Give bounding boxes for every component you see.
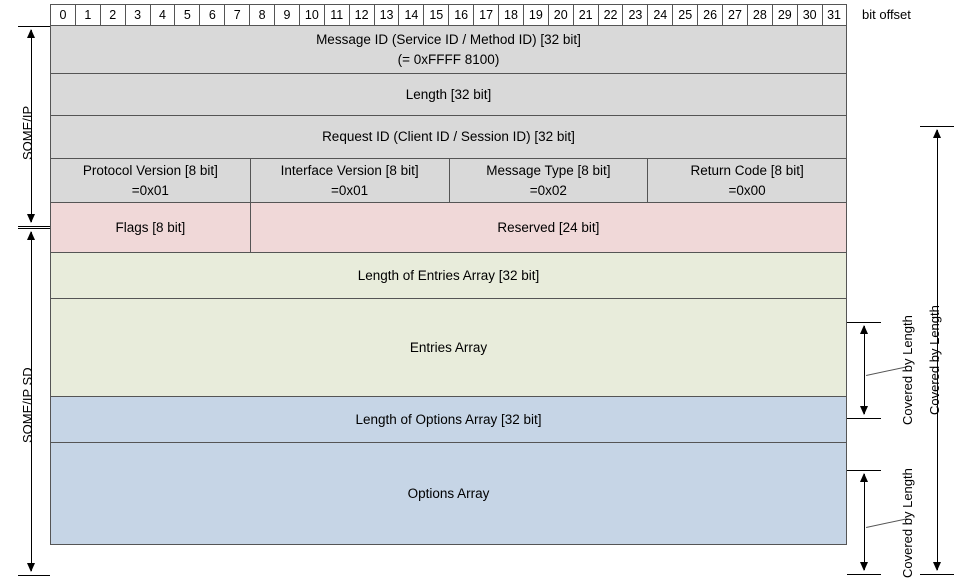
bit-column-25: 25 <box>672 4 698 26</box>
reserved-line1: Reserved [24 bit] <box>497 219 600 235</box>
bit-column-16: 16 <box>448 4 474 26</box>
message-type-line1: Message Type [8 bit] <box>486 162 611 178</box>
bit-column-5: 5 <box>174 4 200 26</box>
bit-column-20: 20 <box>547 4 573 26</box>
field-return-code: Return Code [8 bit] =0x00 <box>647 159 846 202</box>
packet-row-flags-reserved: Flags [8 bit] Reserved [24 bit] <box>51 202 846 252</box>
packet-row-version-type-return: Protocol Version [8 bit] =0x01 Interface… <box>51 158 846 202</box>
someip-bracket-tick-bottom <box>18 226 50 227</box>
covered-by-length-total-label: Covered by Length <box>927 305 942 415</box>
bit-column-15: 15 <box>423 4 449 26</box>
message-id-line2: (= 0xFFFF 8100) <box>397 51 500 67</box>
covered-by-length-options-tick-bottom <box>847 574 881 575</box>
covered-by-length-entries-label: Covered by Length <box>900 315 915 425</box>
message-id-line1: Message ID (Service ID / Method ID) [32 … <box>316 31 581 47</box>
options-array-line1: Options Array <box>407 485 490 501</box>
covered-by-length-total-tick-bottom <box>920 574 954 575</box>
bit-column-10: 10 <box>298 4 324 26</box>
bit-column-12: 12 <box>348 4 374 26</box>
covered-by-length-options-tick-top <box>847 470 881 471</box>
bit-column-4: 4 <box>149 4 175 26</box>
request-id-line1: Request ID (Client ID / Session ID) [32 … <box>322 129 575 145</box>
packet-row-length-of-options-array: Length of Options Array [32 bit] <box>51 396 846 442</box>
bit-column-13: 13 <box>373 4 399 26</box>
packet-row-entries-array: Entries Array <box>51 298 846 396</box>
someip-bracket-label: SOME/IP <box>20 105 35 160</box>
packet-row-request-id: Request ID (Client ID / Session ID) [32 … <box>51 115 846 158</box>
bit-column-14: 14 <box>398 4 424 26</box>
packet-row-options-array: Options Array <box>51 442 846 544</box>
field-interface-version: Interface Version [8 bit] =0x01 <box>249 159 449 202</box>
covered-by-length-total-tick-top <box>920 126 954 127</box>
someip-sd-bracket-tick-top <box>18 228 50 229</box>
someip-sd-bracket-arrow <box>27 231 35 572</box>
bit-column-11: 11 <box>323 4 349 26</box>
bit-column-17: 17 <box>473 4 499 26</box>
covered-by-length-options-arrow <box>860 473 868 571</box>
bit-column-22: 22 <box>597 4 623 26</box>
protocol-version-line1: Protocol Version [8 bit] <box>82 162 218 178</box>
bit-column-29: 29 <box>771 4 797 26</box>
covered-by-length-options-label: Covered by Length <box>900 468 915 578</box>
field-reserved: Reserved [24 bit] <box>249 203 846 252</box>
bit-column-6: 6 <box>199 4 225 26</box>
return-code-line1: Return Code [8 bit] <box>690 162 804 178</box>
someip-sd-bracket-label: SOME/IP SD <box>20 367 35 443</box>
packet-row-length: Length [32 bit] <box>51 73 846 115</box>
packet-row-message-id: Message ID (Service ID / Method ID) [32 … <box>51 26 846 73</box>
bit-column-30: 30 <box>796 4 822 26</box>
bit-column-18: 18 <box>498 4 523 26</box>
field-flags: Flags [8 bit] <box>51 203 250 252</box>
interface-version-line1: Interface Version [8 bit] <box>280 162 419 178</box>
protocol-version-line2: =0x01 <box>131 182 169 198</box>
length-line1: Length [32 bit] <box>405 86 492 102</box>
bit-column-23: 23 <box>622 4 648 26</box>
packet-structure-table: Message ID (Service ID / Method ID) [32 … <box>50 26 847 545</box>
length-of-entries-array-line1: Length of Entries Array [32 bit] <box>357 267 540 283</box>
bit-column-19: 19 <box>522 4 548 26</box>
bit-column-31: 31 <box>821 4 847 26</box>
interface-version-line2: =0x01 <box>331 182 369 198</box>
bit-column-21: 21 <box>572 4 598 26</box>
return-code-line2: =0x00 <box>728 182 766 198</box>
covered-by-length-entries-tick-bottom <box>847 418 881 419</box>
bit-offset-label: bit offset <box>862 7 911 22</box>
length-of-options-array-line1: Length of Options Array [32 bit] <box>355 411 542 427</box>
bit-column-8: 8 <box>249 4 275 26</box>
covered-by-length-entries-arrow <box>860 325 868 415</box>
covered-by-length-total-arrow <box>933 129 941 571</box>
someip-bracket-tick-top <box>18 26 50 27</box>
covered-by-length-entries-tick-top <box>847 322 881 323</box>
bit-column-7: 7 <box>224 4 250 26</box>
bit-column-24: 24 <box>647 4 673 26</box>
entries-array-line1: Entries Array <box>409 339 488 355</box>
someip-sd-bracket-tick-bottom <box>18 575 50 576</box>
packet-row-length-of-entries-array: Length of Entries Array [32 bit] <box>51 252 846 298</box>
field-message-type: Message Type [8 bit] =0x02 <box>448 159 648 202</box>
bit-column-9: 9 <box>274 4 299 26</box>
bit-column-3: 3 <box>124 4 150 26</box>
flags-line1: Flags [8 bit] <box>115 219 186 235</box>
bit-column-1: 1 <box>74 4 100 26</box>
field-protocol-version: Protocol Version [8 bit] =0x01 <box>51 159 250 202</box>
someip-bracket-arrow <box>27 29 35 223</box>
message-type-line2: =0x02 <box>529 182 567 198</box>
bit-column-2: 2 <box>99 4 125 26</box>
bit-column-28: 28 <box>746 4 772 26</box>
bit-column-26: 26 <box>697 4 723 26</box>
bit-column-0: 0 <box>50 4 75 26</box>
bit-column-27: 27 <box>722 4 747 26</box>
